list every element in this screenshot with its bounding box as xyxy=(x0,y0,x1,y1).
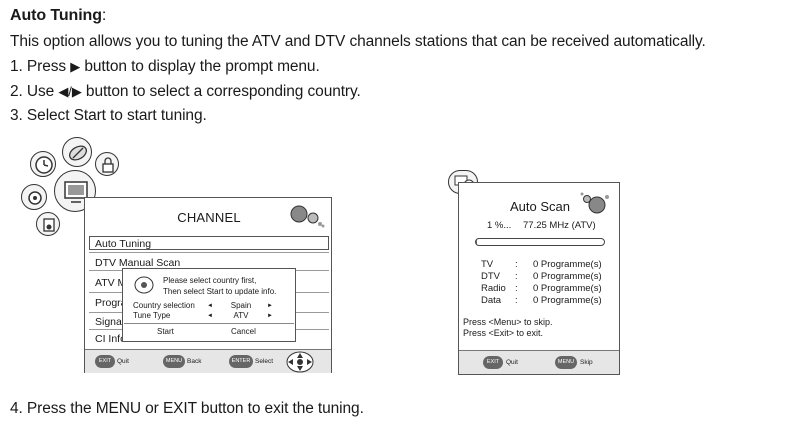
dialog-message-line-1: Please select country first, xyxy=(163,276,257,285)
radio-count-label: Radio xyxy=(481,283,506,294)
auto-scan-title: Auto Scan xyxy=(510,199,570,214)
tune-type-label: Tune Type xyxy=(133,311,171,320)
exit-key-icon: EXIT xyxy=(95,355,115,368)
data-count-label: Data xyxy=(481,295,502,306)
skip-hint: Press <Menu> to skip. xyxy=(463,317,553,327)
menu-item-signal[interactable]: Signal xyxy=(95,316,125,328)
section-heading: Auto Tuning: xyxy=(10,7,107,24)
quit-label: Quit xyxy=(117,358,129,365)
audio-icon xyxy=(36,212,60,236)
country-select-dialog: Please select country first, Then select… xyxy=(122,268,296,342)
auto-scan-footer: EXIT Quit MENU Skip xyxy=(459,350,619,374)
back-label: Back xyxy=(187,358,202,365)
tv-count-sep: : xyxy=(515,259,518,270)
scan-progress-fill xyxy=(476,239,478,245)
start-button[interactable]: Start xyxy=(157,327,174,336)
data-count-value: 0 Programme(s) xyxy=(533,295,602,306)
tune-left-arrow-icon[interactable]: ◄ xyxy=(207,313,213,319)
enter-key-icon: ENTER xyxy=(229,355,253,368)
dialog-divider xyxy=(124,323,294,324)
bubbles-logo-icon xyxy=(287,202,327,235)
radio-count-value: 0 Programme(s) xyxy=(533,283,602,294)
satellite-icon xyxy=(62,137,92,167)
menu-key-icon: MENU xyxy=(555,356,577,369)
settings-icon xyxy=(21,184,47,210)
dtv-count-value: 0 Programme(s) xyxy=(533,271,602,282)
bubbles-logo-icon xyxy=(577,189,613,222)
auto-scan-panel: Auto Scan 1 %... 77.25 MHz (ATV) TV : 0 … xyxy=(458,182,620,375)
menu-item-dtv-manual-scan[interactable]: DTV Manual Scan xyxy=(95,257,181,269)
data-count-sep: : xyxy=(515,295,518,306)
country-right-arrow-icon[interactable]: ► xyxy=(267,303,273,309)
channel-menu-footer: EXIT Quit MENU Back ENTER Select xyxy=(85,349,331,373)
channel-menu-title: CHANNEL xyxy=(177,210,241,225)
country-value[interactable]: Spain xyxy=(230,301,252,310)
dpad-icon xyxy=(285,351,315,378)
menu-item-ci-info[interactable]: CI Infor xyxy=(95,333,130,345)
left-right-arrow-icon: ◀/▶ xyxy=(58,84,82,99)
tv-count-value: 0 Programme(s) xyxy=(533,259,602,270)
step-4: 4. Press the MENU or EXIT button to exit… xyxy=(10,400,364,417)
skip-label: Skip xyxy=(580,359,593,366)
tune-type-value[interactable]: ATV xyxy=(233,311,249,320)
scan-frequency: 77.25 MHz (ATV) xyxy=(523,220,596,231)
menu-item-auto-tuning[interactable]: Auto Tuning xyxy=(95,238,152,250)
menu-key-icon: MENU xyxy=(163,355,185,368)
intro-text: This option allows you to tuning the ATV… xyxy=(10,33,706,50)
menu-selection-highlight xyxy=(89,236,329,250)
step-2: 2. Use ◀/▶ button to select a correspond… xyxy=(10,83,361,100)
lock-icon xyxy=(95,152,119,176)
quit-label: Quit xyxy=(506,359,518,366)
radio-count-sep: : xyxy=(515,283,518,294)
country-selection-label: Country selection xyxy=(133,301,195,310)
right-arrow-icon: ▶ xyxy=(70,59,81,74)
dialog-message-line-2: Then select Start to update info. xyxy=(163,287,277,296)
dtv-count-label: DTV xyxy=(481,271,500,282)
menu-item-atv-manual[interactable]: ATV M xyxy=(95,277,127,289)
info-icon xyxy=(133,275,155,300)
exit-hint: Press <Exit> to exit. xyxy=(463,328,544,338)
menu-item-programme[interactable]: Progra xyxy=(95,297,127,309)
exit-key-icon: EXIT xyxy=(483,356,503,369)
dtv-count-sep: : xyxy=(515,271,518,282)
tv-count-label: TV xyxy=(481,259,494,270)
clock-icon xyxy=(30,151,56,177)
select-label: Select xyxy=(255,358,274,365)
step-3: 3. Select Start to start tuning. xyxy=(10,107,207,124)
step-1: 1. Press ▶ button to display the prompt … xyxy=(10,58,320,75)
cancel-button[interactable]: Cancel xyxy=(231,327,256,336)
scan-percent: 1 %... xyxy=(487,220,512,231)
country-left-arrow-icon[interactable]: ◄ xyxy=(207,303,213,309)
scan-progress-bar xyxy=(475,238,605,246)
menu-divider xyxy=(89,252,329,253)
tune-right-arrow-icon[interactable]: ► xyxy=(267,313,273,319)
